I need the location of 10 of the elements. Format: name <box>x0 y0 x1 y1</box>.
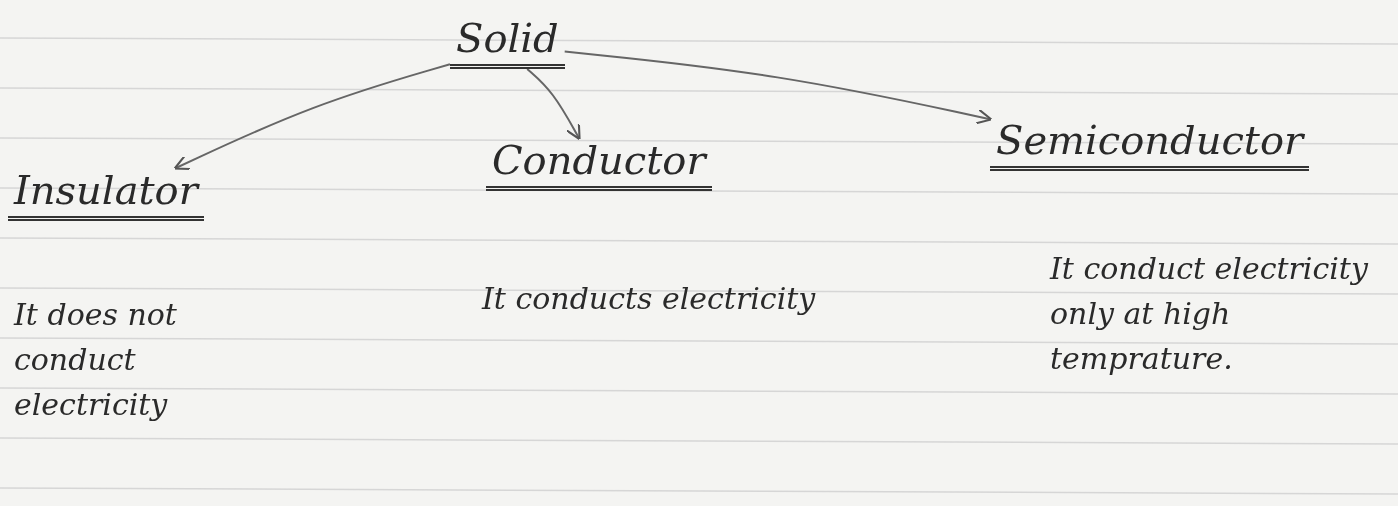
arrow <box>526 68 581 141</box>
underlined-heading: Semiconductor <box>990 118 1310 171</box>
underlined-heading: Solid <box>450 16 565 69</box>
underlined-heading: Insulator <box>8 168 204 221</box>
underlined-heading: Conductor <box>486 138 712 191</box>
arrow <box>563 50 993 125</box>
note-text: It conduct electricity only at high temprature. <box>1050 250 1369 378</box>
note-text: It conducts electricity <box>482 280 817 318</box>
note-text: It does not conduct electricity <box>14 296 178 424</box>
arrow <box>173 63 451 171</box>
